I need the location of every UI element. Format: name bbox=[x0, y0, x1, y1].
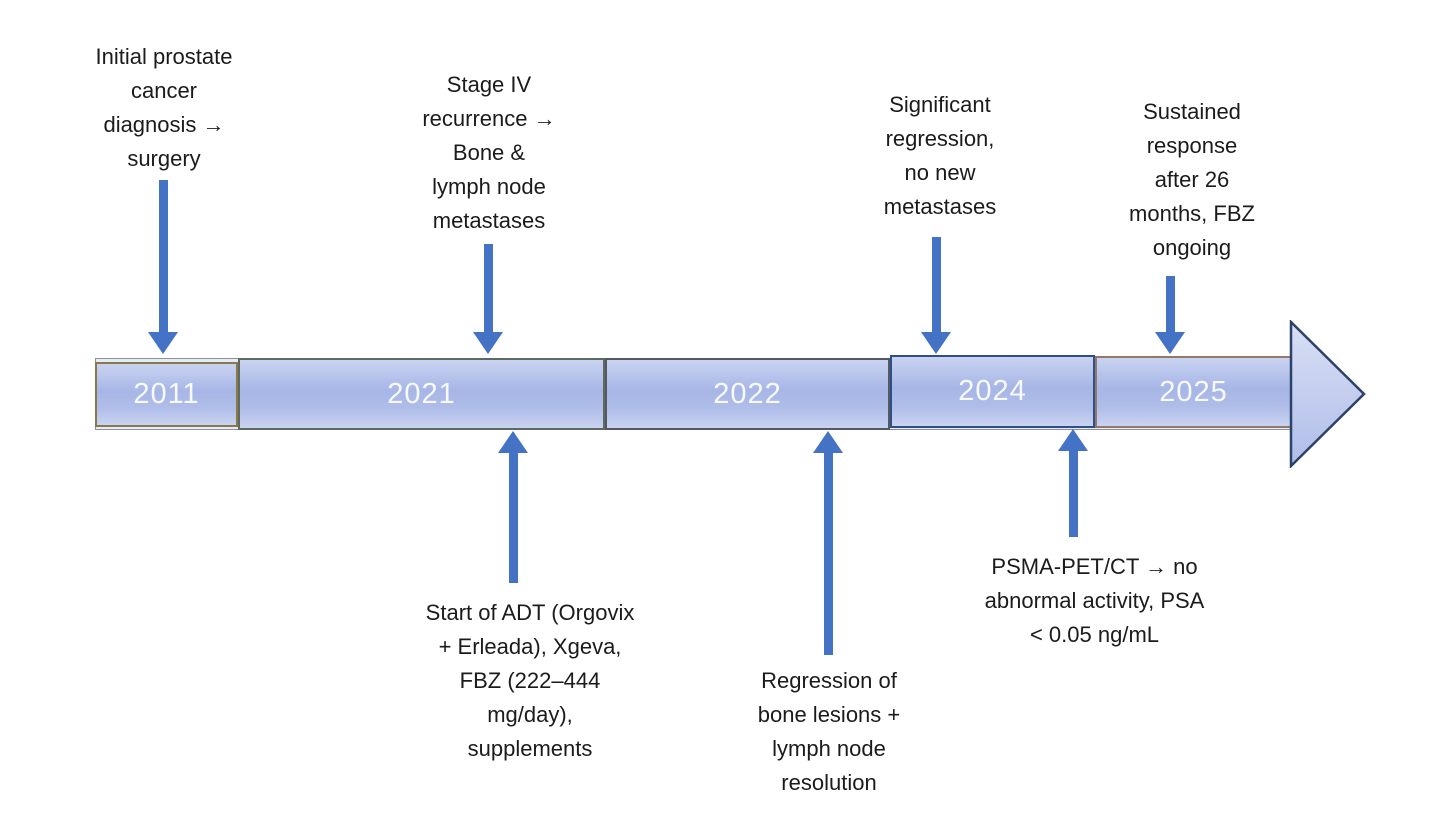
down-arrow-2011-icon bbox=[148, 180, 178, 354]
year-label-2024: 2024 bbox=[958, 375, 1027, 407]
year-label-2025: 2025 bbox=[1159, 375, 1228, 408]
annotation-psma-pet-ct: PSMA-PET/CT → no abnormal activity, PSA … bbox=[984, 554, 1205, 647]
year-label-2022: 2022 bbox=[713, 377, 782, 410]
down-arrow-2024-icon bbox=[921, 237, 951, 354]
timeline-segment-2024: 2024 bbox=[890, 355, 1095, 428]
timeline-segment-2022: 2022 bbox=[605, 358, 890, 430]
year-label-2021: 2021 bbox=[387, 377, 456, 410]
annotation-start-of-adt: Start of ADT (Orgovix + Erleada), Xgeva,… bbox=[425, 600, 635, 761]
year-label-2011: 2011 bbox=[133, 378, 200, 410]
timeline-segment-2025: 2025 bbox=[1095, 356, 1292, 428]
annotation-sustained-response: Sustained response after 26 months, FBZ … bbox=[1129, 99, 1255, 260]
annotation-regression-bone-lesions: Regression of bone lesions + lymph node … bbox=[757, 668, 901, 795]
timeline-segment-2021: 2021 bbox=[238, 358, 605, 430]
down-arrow-2021-icon bbox=[473, 244, 503, 354]
timeline-arrowhead-icon bbox=[1289, 320, 1366, 468]
annotation-initial-diagnosis: Initial prostate cancer diagnosis → surg… bbox=[95, 44, 233, 171]
annotation-stage-iv-recurrence: Stage IV recurrence → Bone & lymph node … bbox=[422, 72, 556, 233]
up-arrow-2021-icon bbox=[498, 431, 528, 583]
annotation-significant-regression: Significant regression, no new metastase… bbox=[883, 92, 997, 219]
down-arrow-2025-icon bbox=[1155, 276, 1185, 354]
up-arrow-2024-icon bbox=[1058, 429, 1088, 537]
up-arrow-2022-icon bbox=[813, 431, 843, 655]
timeline-segment-2011: 2011 bbox=[95, 362, 238, 427]
